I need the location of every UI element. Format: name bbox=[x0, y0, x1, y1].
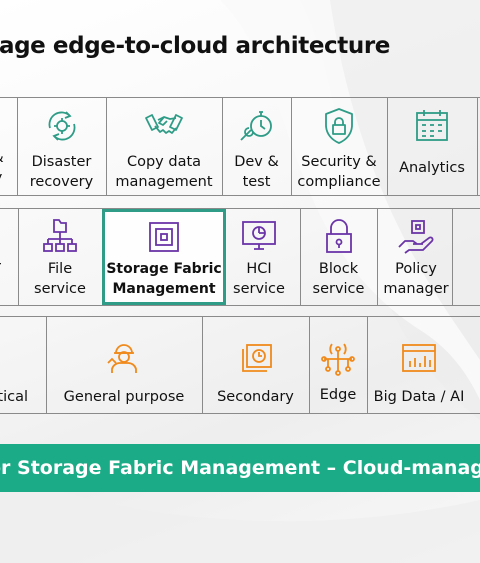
cell-label: Storage Fabric bbox=[106, 261, 222, 277]
row3-top-rule bbox=[0, 316, 480, 317]
cell-label: File bbox=[47, 261, 73, 277]
wrench-timer-icon bbox=[239, 111, 272, 141]
cell-label: r bbox=[0, 257, 1, 277]
cell-label: Policy bbox=[395, 261, 437, 277]
cell-label: General purpose bbox=[63, 389, 185, 405]
cell-label: service bbox=[312, 281, 365, 297]
clock-stack-icon bbox=[241, 344, 272, 372]
cell-label: Big Data / AI bbox=[373, 389, 465, 405]
cell-label: tical bbox=[0, 389, 28, 405]
cell-edge: Edge bbox=[309, 317, 367, 413]
cell-label: recovery bbox=[29, 174, 94, 190]
highlighted-cell-frame bbox=[102, 209, 226, 305]
cell-label: y bbox=[0, 168, 2, 188]
handshake-icon bbox=[145, 114, 183, 134]
cell-label: service bbox=[34, 281, 86, 297]
square-target-icon bbox=[149, 222, 179, 252]
use-case-row: & y Disaster recovery Copy data manageme… bbox=[0, 98, 480, 195]
cell-label: HCI bbox=[246, 261, 272, 277]
recycle-gear-icon bbox=[48, 111, 75, 141]
monitor-chart-icon bbox=[242, 221, 276, 250]
cell-file-service: File service bbox=[18, 209, 102, 305]
cell-block-service: Block service bbox=[300, 209, 377, 305]
cell-label: Block bbox=[318, 261, 359, 277]
row1-top-rule bbox=[0, 97, 480, 98]
cell-label: compliance bbox=[297, 174, 381, 190]
cell-security-compliance: Security & compliance bbox=[291, 98, 387, 195]
cell-secondary: Secondary bbox=[202, 317, 309, 413]
cell-label: Management bbox=[112, 281, 216, 297]
hand-box-icon bbox=[398, 220, 434, 254]
cell-big-data-ai: Big Data / AI bbox=[367, 317, 471, 413]
row1-bottom-rule bbox=[0, 195, 480, 196]
row3-bottom-rule bbox=[0, 413, 480, 414]
cell-label: & bbox=[0, 148, 4, 168]
page-title: rage edge-to-cloud architecture bbox=[0, 33, 391, 59]
cell-disaster-recovery: Disaster recovery bbox=[17, 98, 106, 195]
folder-tree-icon bbox=[43, 219, 77, 252]
row2-bottom-rule bbox=[0, 305, 480, 306]
cell-label: Security & bbox=[301, 154, 377, 170]
row2-top-rule bbox=[0, 208, 480, 209]
cell-label: Disaster bbox=[31, 154, 92, 170]
cell-label: manager bbox=[383, 281, 449, 297]
cell-storage-fabric-management: Storage Fabric Management bbox=[102, 209, 226, 305]
cell-object: r bbox=[0, 209, 18, 305]
cell-label: service bbox=[233, 281, 285, 297]
padlock-icon bbox=[325, 219, 352, 253]
cell-policy-manager: Policy manager bbox=[377, 209, 455, 305]
shield-lock-icon bbox=[325, 108, 353, 144]
cell-label: Secondary bbox=[217, 389, 294, 405]
cell-label: Analytics bbox=[399, 160, 465, 176]
antenna-network-icon bbox=[321, 343, 355, 376]
cell-analytics: Analytics bbox=[387, 98, 477, 195]
cell-mission-critical: tical bbox=[0, 317, 46, 413]
cell-copy-data-management: Copy data management bbox=[106, 98, 222, 195]
workload-row: tical General purpose Secondary bbox=[0, 317, 480, 413]
banner: or Storage Fabric Management – Cloud-man… bbox=[0, 444, 480, 492]
cell-general-purpose: General purpose bbox=[46, 317, 202, 413]
cell-label: Copy data bbox=[126, 154, 202, 170]
banner-text: or Storage Fabric Management – Cloud-man… bbox=[0, 457, 480, 479]
calendar-grid-icon bbox=[416, 110, 448, 141]
cell-label: Dev & bbox=[234, 154, 279, 170]
cell-dev-test: Dev & test bbox=[222, 98, 291, 195]
cell-hci-service: HCI service bbox=[226, 209, 292, 305]
cell-label: test bbox=[242, 174, 271, 190]
cell-label: Edge bbox=[319, 387, 357, 403]
cell-data-protection: & y bbox=[0, 98, 18, 195]
service-row: r File service Storage Fabric Management bbox=[0, 209, 480, 305]
cell-label: management bbox=[115, 174, 213, 190]
worker-icon bbox=[107, 344, 137, 373]
bar-chart-window-icon bbox=[402, 344, 436, 372]
